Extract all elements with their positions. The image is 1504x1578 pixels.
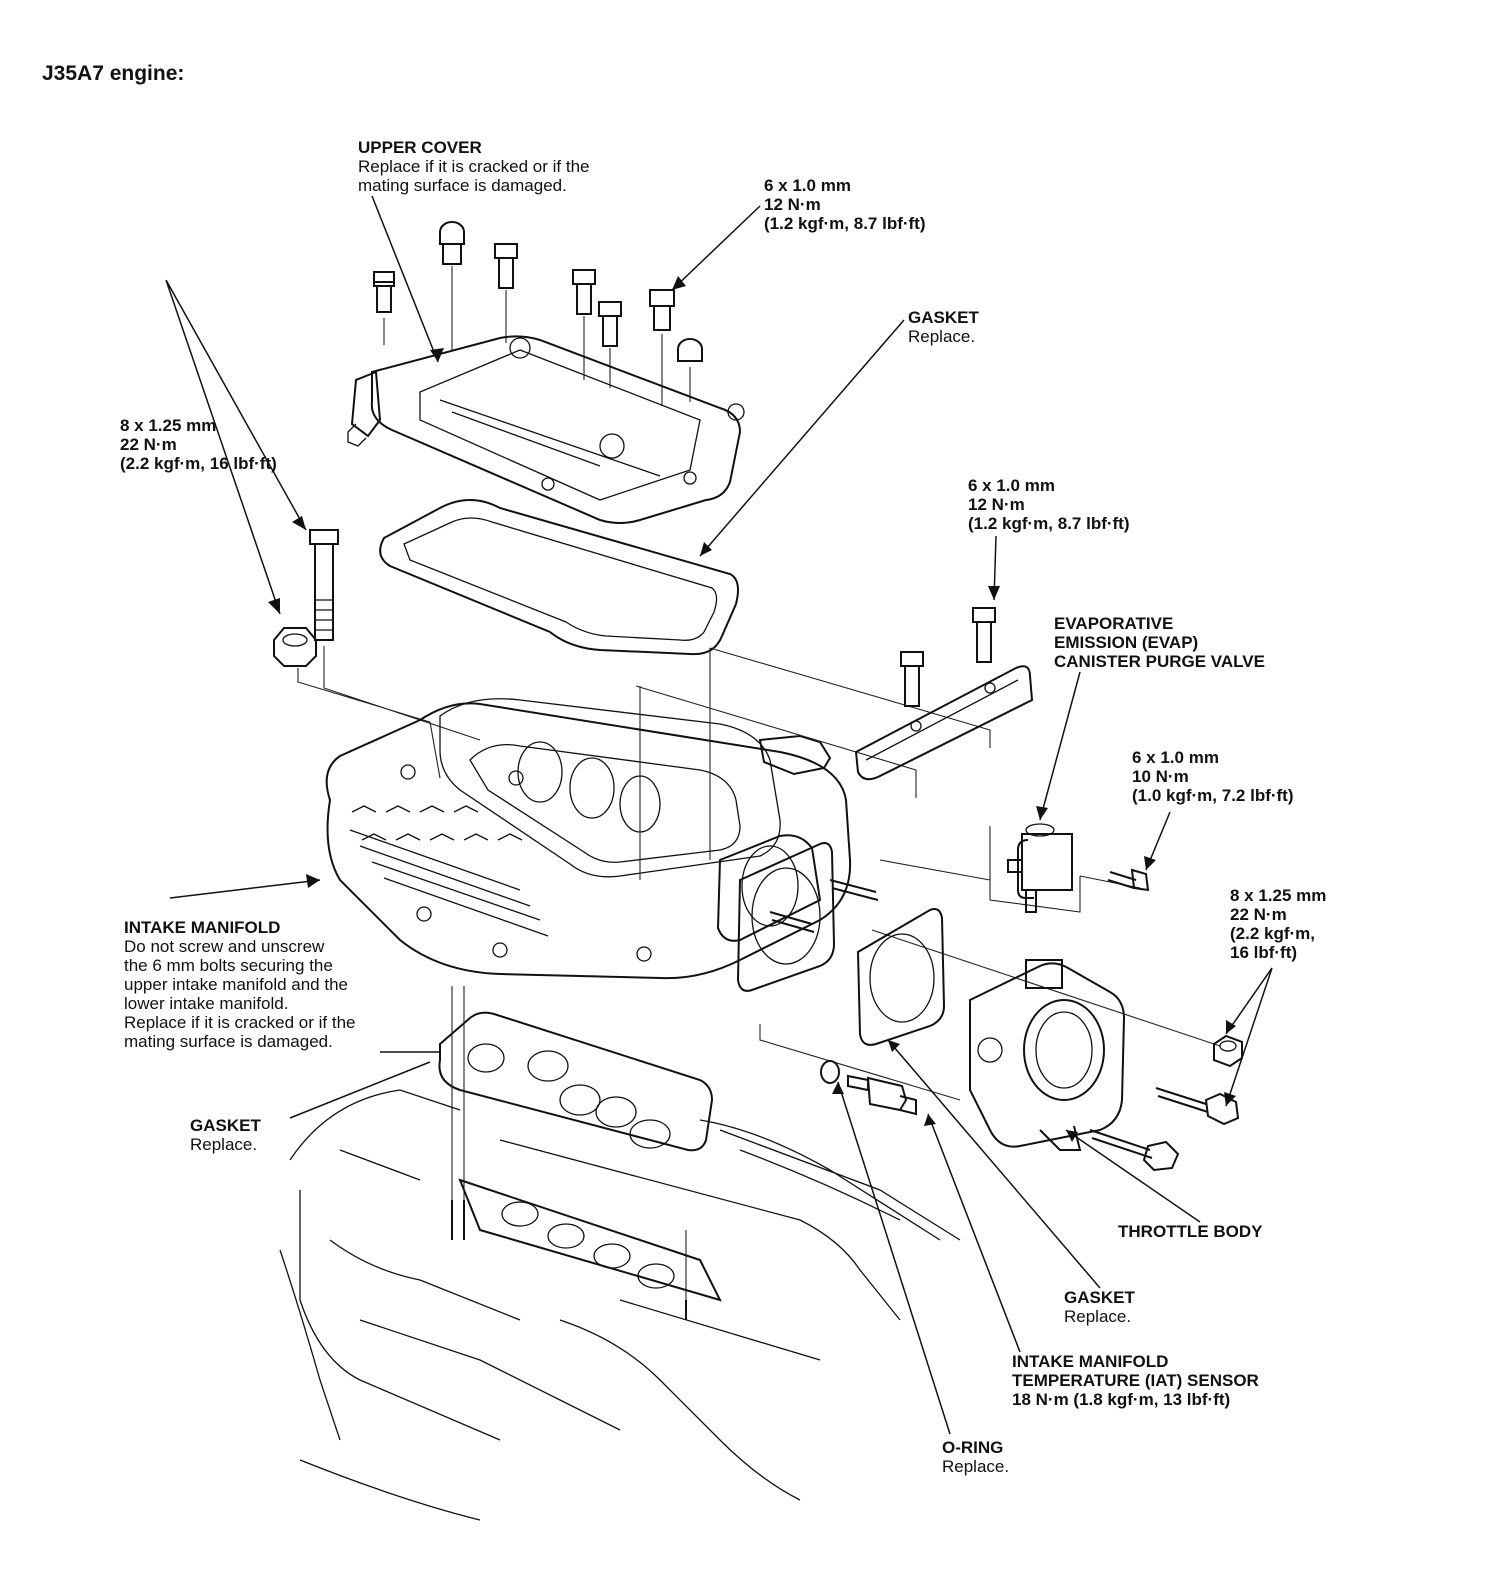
label-bolt-evap-valve: 6 x 1.0 mm 10 N·m (1.0 kgf·m, 7.2 lbf·ft… [1132,748,1294,805]
leader-arrowheads [268,276,1236,1142]
label-bolt-evap-bracket-torque: 12 N·m [968,495,1025,514]
leader-lines [165,195,1273,1435]
label-intake-manifold-line: upper intake manifold and the [124,975,348,994]
label-throttle-body: THROTTLE BODY [1118,1222,1263,1241]
label-bolt-top: 6 x 1.0 mm 12 N·m (1.2 kgf·m, 8.7 lbf·ft… [764,176,926,233]
cover-bolt-projection-lines [383,266,691,405]
label-gasket-throttle-note: Replace. [1064,1307,1132,1326]
label-bolt-left-size: 8 x 1.25 mm [120,416,217,435]
upper-gasket [379,499,739,656]
label-evap-valve-line: CANISTER PURGE VALVE [1054,652,1265,671]
lower-gasket-projection-lines [451,986,687,1300]
label-o-ring-title: O-RING [942,1438,1004,1457]
lower-gasket [438,1011,714,1152]
label-gasket-upper: GASKET Replace. [908,308,979,346]
label-intake-manifold-line: Do not screw and unscrew [124,937,325,956]
label-o-ring: O-RING Replace. [942,1438,1009,1476]
manifold-projection-lines [635,647,1221,1101]
label-intake-manifold-line: mating surface is damaged. [124,1032,333,1051]
label-bolt-throttle-size: 8 x 1.25 mm [1230,886,1327,905]
label-gasket-lower-note: Replace. [190,1135,258,1154]
label-evap-valve-line: EVAPORATIVE [1054,614,1174,633]
throttle-gasket [856,908,946,1046]
evap-bracket [854,665,1034,781]
throttle-body-bolts [1089,1087,1240,1172]
engine-block [279,1089,961,1521]
label-bolt-evap-valve-torque: 10 N·m [1132,767,1189,786]
label-upper-cover-line: Replace if it is cracked or if the [358,157,590,176]
label-bolt-evap-bracket-torque-alt: (1.2 kgf·m, 8.7 lbf·ft) [968,514,1130,533]
label-o-ring-note: Replace. [942,1457,1010,1476]
label-bolt-evap-valve-size: 6 x 1.0 mm [1132,748,1219,767]
page-title: J35A7 engine: [42,62,185,85]
label-gasket-upper-note: Replace. [908,327,976,346]
label-bolt-evap-bracket: 6 x 1.0 mm 12 N·m (1.2 kgf·m, 8.7 lbf·ft… [968,476,1130,533]
iat-sensor [847,1074,917,1116]
manifold-throttle-flange [736,842,836,992]
upper-cover [347,335,745,524]
o-ring [820,1060,840,1084]
label-bolt-throttle-torque: 22 N·m [1230,905,1287,924]
left-flange-nut [273,627,317,667]
label-evap-valve-line: EMISSION (EVAP) [1054,633,1199,652]
label-intake-manifold: INTAKE MANIFOLD Do not screw and unscrew… [124,918,355,1051]
label-throttle-body-title: THROTTLE BODY [1118,1222,1263,1241]
label-bolt-evap-valve-torque-alt: (1.0 kgf·m, 7.2 lbf·ft) [1132,786,1294,805]
evap-purge-valve [1007,823,1073,913]
label-upper-cover-title: UPPER COVER [358,138,482,157]
label-upper-cover: UPPER COVER Replace if it is cracked or … [358,138,589,195]
label-bolt-top-size: 6 x 1.0 mm [764,176,851,195]
label-bolt-throttle-torque-alt2: 16 lbf·ft) [1230,943,1298,962]
label-gasket-throttle-title: GASKET [1064,1288,1135,1307]
label-bolt-evap-bracket-size: 6 x 1.0 mm [968,476,1055,495]
evap-valve-bolt [1107,868,1150,892]
label-bolt-left-torque-alt: (2.2 kgf·m, 16 lbf·ft) [120,454,277,473]
label-gasket-lower-title: GASKET [190,1116,261,1135]
label-bolt-throttle-torque-alt: (2.2 kgf·m, [1230,924,1316,943]
label-bolt-left: 8 x 1.25 mm 22 N·m (2.2 kgf·m, 16 lbf·ft… [120,416,277,473]
label-upper-cover-line: mating surface is damaged. [358,176,567,195]
label-intake-manifold-title: INTAKE MANIFOLD [124,918,281,937]
throttle-stud-bolts [769,879,879,933]
label-gasket-lower: GASKET Replace. [190,1116,261,1154]
intake-manifold [325,698,852,980]
upper-cover-bolts [373,221,703,362]
left-bolt-projection-lines [297,646,481,779]
evap-bracket-bolts [900,607,996,707]
label-gasket-upper-title: GASKET [908,308,979,327]
label-bolt-throttle: 8 x 1.25 mm 22 N·m (2.2 kgf·m, 16 lbf·ft… [1230,886,1326,962]
label-bolt-top-torque: 12 N·m [764,195,821,214]
throttle-body [969,959,1126,1151]
label-intake-manifold-line: Replace if it is cracked or if the [124,1013,356,1032]
label-iat-sensor-torque: 18 N·m (1.8 kgf·m, 13 lbf·ft) [1012,1390,1231,1409]
label-gasket-throttle: GASKET Replace. [1064,1288,1135,1326]
label-iat-sensor-line: TEMPERATURE (IAT) SENSOR [1012,1371,1259,1390]
label-intake-manifold-line: the 6 mm bolts securing the [124,956,333,975]
label-iat-sensor: INTAKE MANIFOLD TEMPERATURE (IAT) SENSOR… [1012,1352,1259,1409]
label-bolt-top-torque-alt: (1.2 kgf·m, 8.7 lbf·ft) [764,214,926,233]
label-iat-sensor-line: INTAKE MANIFOLD [1012,1352,1169,1371]
label-evap-valve: EVAPORATIVE EMISSION (EVAP) CANISTER PUR… [1054,614,1265,671]
left-stud-bolt [309,529,339,641]
label-intake-manifold-line: lower intake manifold. [124,994,289,1013]
throttle-flange-nut [1213,1034,1243,1068]
label-bolt-left-torque: 22 N·m [120,435,177,454]
